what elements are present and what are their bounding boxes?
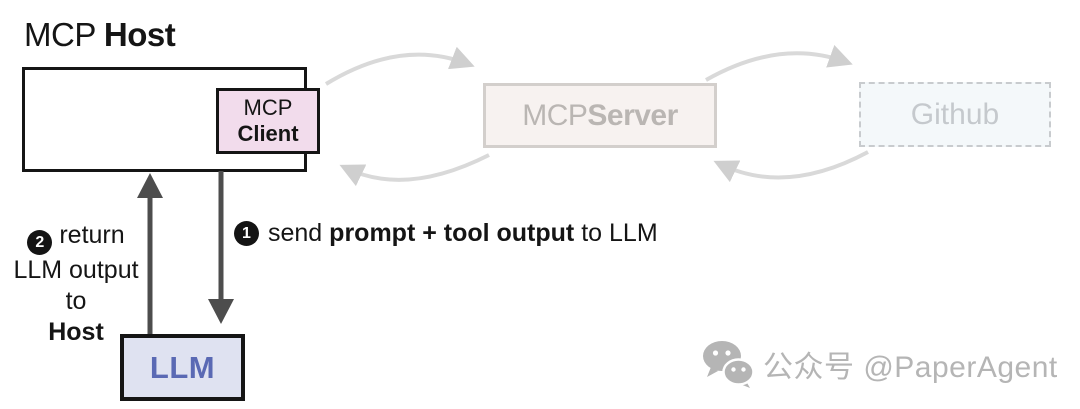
llm-label: LLM	[149, 349, 216, 385]
step2-badge: 2	[27, 230, 53, 255]
arrow-client-to-llm-head	[208, 299, 234, 324]
wechat-icon	[703, 341, 754, 388]
step1-label: 1 send prompt + tool output to LLM	[234, 219, 658, 248]
step1-text-pre: send	[268, 219, 330, 247]
step1-text-post: to LLM	[574, 219, 658, 247]
diagram-title-bold: Host	[103, 16, 176, 53]
step1-text-bold: prompt + tool output	[329, 219, 575, 247]
client-box: MCP Client	[216, 88, 320, 154]
server-box: MCP Server	[483, 83, 717, 148]
step2-line2: LLM output to	[13, 256, 139, 315]
arrow-llm-to-host-head	[137, 173, 163, 198]
cycle-arrow-server-to-github	[705, 44, 853, 82]
github-label: Github	[910, 97, 1000, 131]
step1-badge: 1	[234, 221, 259, 246]
client-label-line2: Client	[237, 121, 299, 146]
llm-box: LLM	[120, 334, 245, 401]
cycle-arrow-server-to-client	[339, 153, 490, 187]
diagram-title-prefix: MCP	[24, 16, 104, 53]
server-label-bold: Server	[587, 98, 678, 132]
cycle-arrow-client-to-server	[324, 46, 475, 86]
client-label-line1: MCP	[243, 95, 293, 120]
watermark: 公众号 @PaperAgent	[702, 340, 1058, 388]
step2-line1-text: return	[59, 221, 125, 249]
watermark-text: 公众号 @PaperAgent	[763, 351, 1058, 384]
server-label-prefix: MCP	[522, 98, 588, 132]
cycle-arrow-github-to-server	[713, 150, 869, 183]
diagram-title: MCP Host	[24, 16, 176, 54]
step2-line3: Host	[48, 318, 104, 346]
github-box: Github	[859, 82, 1051, 147]
step1-text: send prompt + tool output to LLM	[268, 219, 658, 248]
